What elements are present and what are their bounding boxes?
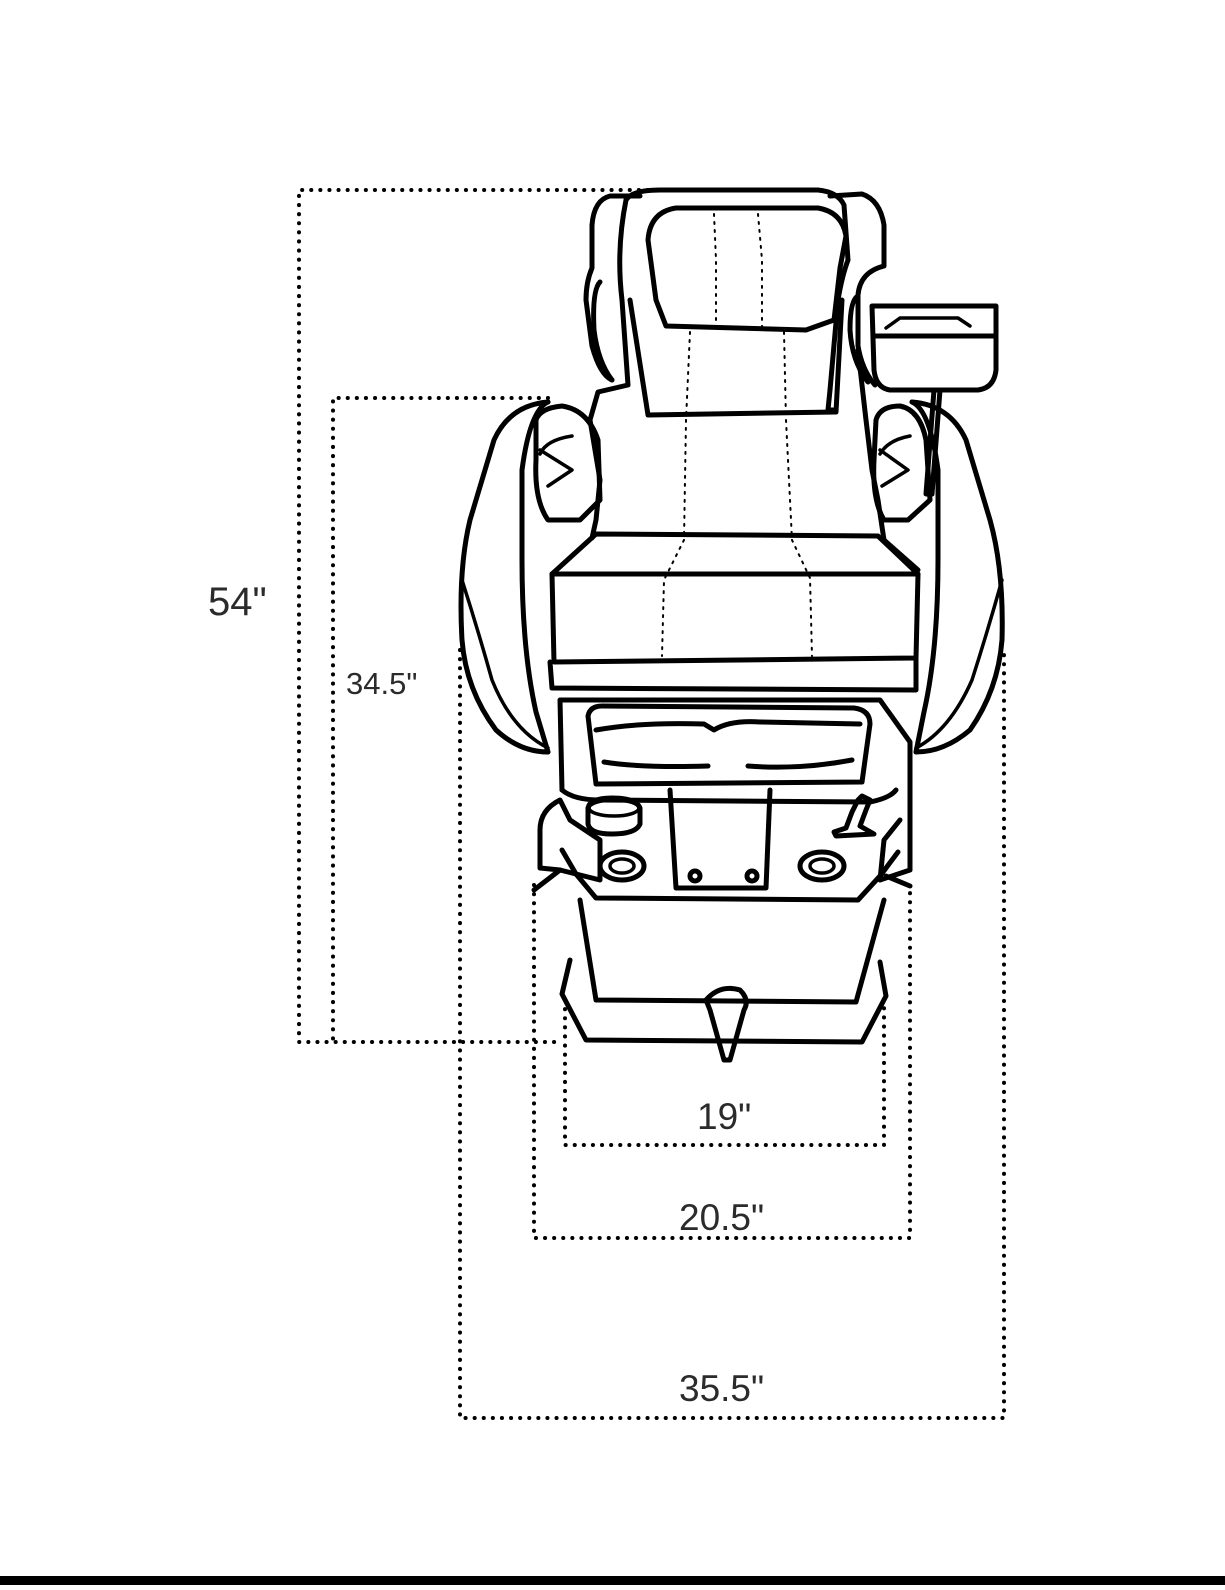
dimension-label-basin-inner-width: 19"	[697, 1098, 751, 1135]
basin-deck	[562, 850, 898, 900]
chair-outline	[461, 190, 1002, 1060]
footrest-pad-right	[748, 760, 852, 767]
headrest-pad	[648, 208, 846, 330]
backrest-seam-left-lower	[662, 332, 690, 656]
backrest-outer	[626, 190, 848, 410]
left-armrest-detail	[540, 436, 572, 486]
cup-holder-right	[800, 852, 844, 880]
cup-holder-left-inner	[610, 859, 634, 873]
dim-line-overall-width	[460, 650, 1004, 1418]
right-armrest-pad	[874, 406, 930, 520]
dimension-label-basin-outer-width: 20.5"	[679, 1199, 764, 1236]
bottom-border-rule	[0, 1576, 1225, 1585]
basin-rim-right	[880, 760, 910, 880]
backrest-seam-right	[758, 214, 762, 326]
footrest-tray	[588, 706, 870, 784]
basin-side-right	[886, 876, 910, 886]
right-armrest-lower-detail	[916, 580, 1002, 748]
dimension-lines	[299, 190, 1004, 1418]
basin-side-left	[534, 870, 560, 890]
dimension-label-seat-height: 34.5"	[346, 668, 417, 699]
left-armrest-pad	[536, 406, 600, 520]
cup-holder-right-inner	[810, 859, 834, 873]
right-armrest-detail	[880, 436, 910, 486]
control-knob-right	[747, 871, 757, 881]
footrest-frame-left	[560, 700, 570, 790]
seat-cushion-front	[552, 574, 918, 662]
backrest-left-edge	[590, 200, 628, 538]
dimension-label-overall-width: 35.5"	[679, 1370, 764, 1407]
backrest-seam-right-lower	[784, 332, 812, 656]
backrest-seam-left	[714, 214, 716, 326]
control-knob-left	[690, 871, 700, 881]
cup-holder-left	[600, 852, 644, 880]
seat-cushion-top	[552, 534, 918, 574]
left-armrest-lower-detail	[462, 580, 548, 748]
footrest-pad-seam	[596, 722, 860, 730]
side-tray-handle	[886, 318, 970, 328]
footrest-pad-left	[604, 762, 708, 767]
dimension-label-overall-height: 54"	[208, 582, 267, 622]
